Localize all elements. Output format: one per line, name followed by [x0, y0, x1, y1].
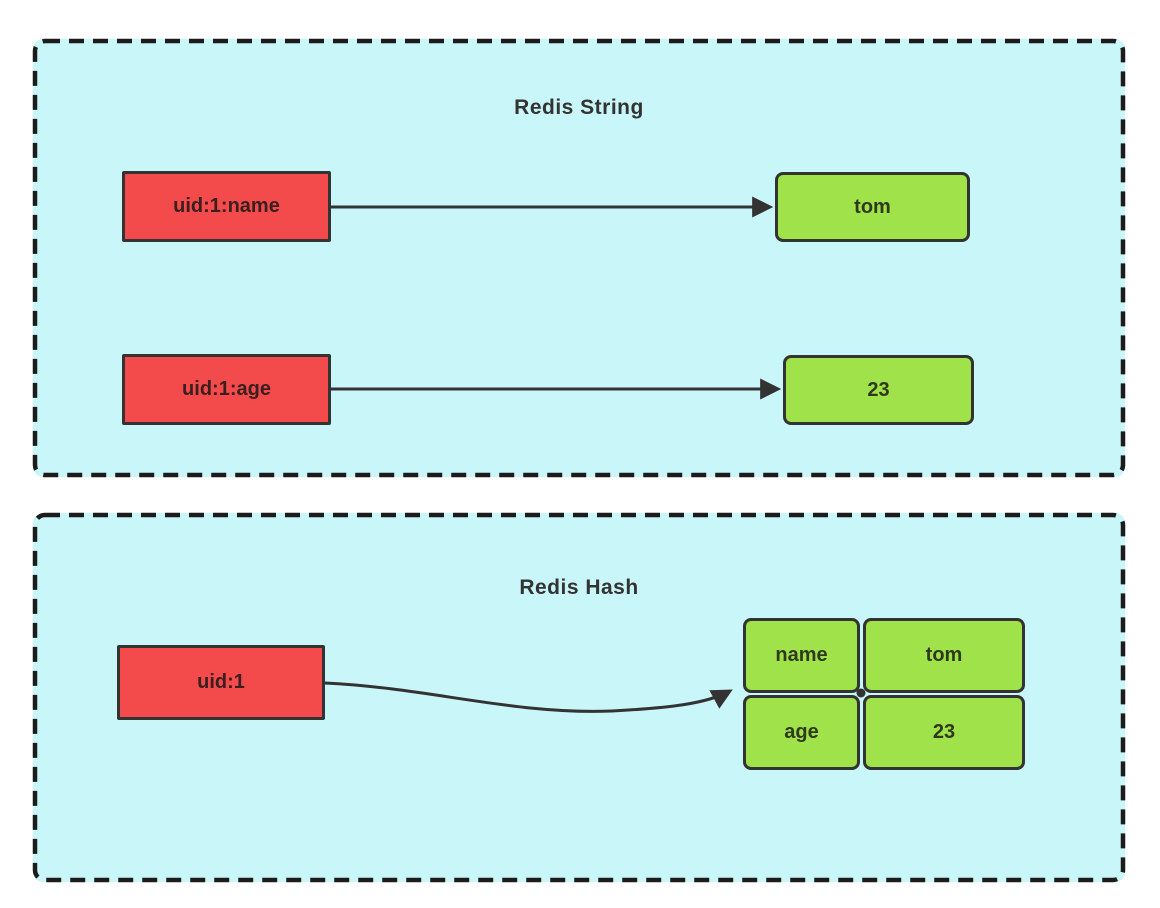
value-box-23: 23	[783, 355, 974, 425]
key-box-uid-1-age: uid:1:age	[122, 354, 331, 425]
redis-hash-title: Redis Hash	[519, 576, 639, 599]
hash-field-age-cell: age	[743, 695, 860, 770]
key-box-uid-1: uid:1	[117, 645, 325, 720]
redis-string-title: Redis String	[514, 96, 644, 119]
key-box-uid-1-name: uid:1:name	[122, 171, 331, 242]
hash-value-23-cell: 23	[863, 695, 1025, 770]
hash-field-name-cell: name	[743, 618, 860, 693]
value-box-tom: tom	[775, 172, 970, 242]
hash-value-tom-cell: tom	[863, 618, 1025, 693]
